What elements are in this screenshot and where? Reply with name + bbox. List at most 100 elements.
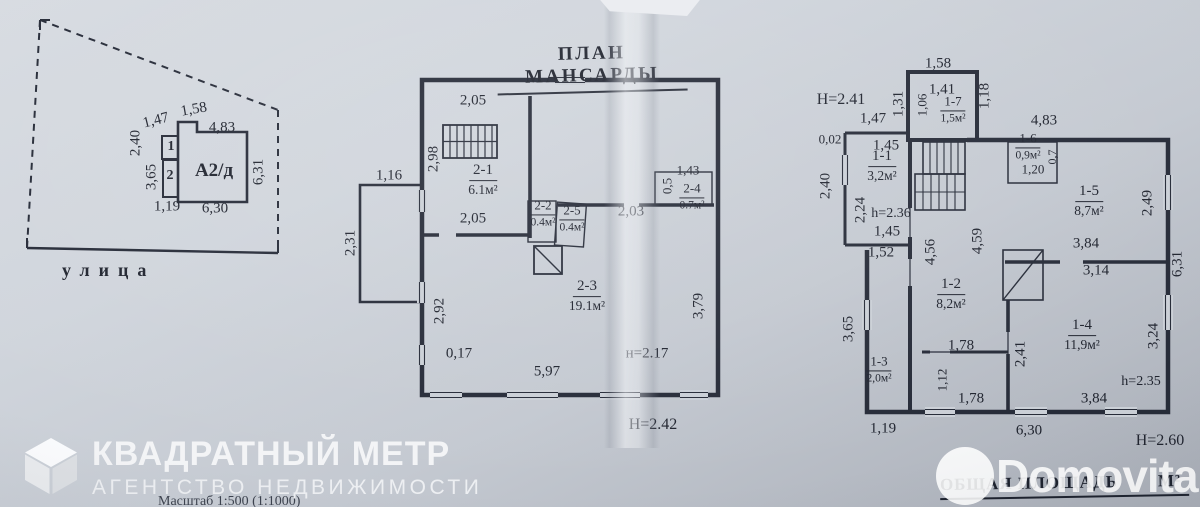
floor-plan-dim-label: 1,47 (859, 110, 887, 127)
attic-plan-dim-label: 1,43 (676, 162, 700, 178)
agency-tagline: АГЕНТСТВО НЕДВИЖИМОСТИ (92, 475, 483, 499)
floor-plan-dim-label: 1,52 (867, 244, 895, 261)
site-plan-dim-label: 1,58 (179, 99, 209, 120)
floor-plan-dim-label: 4,56 (922, 238, 939, 266)
site-plan-dim-label: 2 (166, 168, 174, 183)
attic-plan-dim-label: 3,79 (690, 292, 707, 320)
floor-plan-dim-label: 2,49 (1139, 189, 1156, 217)
cube-icon (25, 438, 77, 494)
room-number: 2-5 (559, 202, 585, 221)
floor-plan-dim-label: 0,02 (818, 131, 842, 147)
room-number: 1-1 (868, 148, 896, 168)
attic-plan-dim-label: 0,17 (445, 345, 473, 362)
room-area: 6.1м² (468, 182, 498, 198)
floor-plan-dim-label: 1,41 (928, 81, 956, 98)
room-area: 19.1м² (568, 298, 606, 314)
watermark-circle-icon (936, 447, 994, 505)
site-plan-dim-label: 1,19 (153, 198, 181, 215)
floor-plan-dim-label: 1,31 (890, 90, 907, 118)
room-area: 8,7м² (1074, 203, 1104, 219)
room-number: 2-1 (469, 162, 497, 182)
room-number: 2-4 (679, 180, 705, 199)
site-plan-dim-label: 1 (167, 139, 175, 154)
floor-plan-dim-label: 2,40 (817, 172, 834, 200)
room-area: 8,2м² (936, 296, 966, 312)
floor-plan-dim-label: 1,06 (914, 93, 930, 117)
floor-plan-dim-label: 1,78 (947, 337, 975, 354)
attic-plan-dim-label: 2,98 (425, 145, 442, 173)
floor-plan-dim-label: Н=2.41 (816, 91, 866, 108)
agency-name: КВАДРАТНЫЙ МЕТР (92, 435, 451, 473)
attic-plan-dim-label: 2,05 (459, 92, 487, 109)
floor-plan-dim-label: Н=2.60 (1135, 432, 1185, 449)
floor-plan-dim-label: 2,41 (1012, 340, 1029, 368)
attic-plan-dim-label: 2,31 (342, 229, 359, 257)
room-area: 0,9м² (1015, 149, 1041, 162)
floor-plan-dim-label: 6,30 (1015, 422, 1043, 439)
room-area: 0.4м² (559, 221, 585, 234)
site-plan-dim-label: 2,40 (127, 129, 144, 157)
room-number: 1-5 (1075, 183, 1103, 203)
floor-plan-dim-label: 1,19 (869, 420, 897, 437)
attic-plan-dim-label: н=2.17 (625, 345, 669, 362)
domovita-watermark: Domovita (936, 447, 1199, 505)
room-number: 1-6 (1015, 130, 1041, 149)
room-number: 2-3 (573, 278, 601, 298)
floor-plan-dim-label: 6,31 (1169, 250, 1186, 278)
room-number: 1-7 (940, 93, 966, 112)
room-area: 3,2м² (867, 168, 897, 184)
room-area: 0.7м² (679, 199, 705, 212)
floor-plan-dim-label: 1,58 (924, 55, 952, 72)
floor-plan-dim-label: 3,84 (1072, 235, 1100, 252)
floor-plan-dim-label: 4,59 (969, 227, 986, 255)
floor-plan-dim-label: 2,24 (852, 196, 869, 224)
floor-plan-dim-label: 1,12 (934, 368, 950, 392)
agency-logo: КВАДРАТНЫЙ МЕТР АГЕНТСТВО НЕДВИЖИМОСТИ (24, 435, 483, 500)
floor-plan-dim-label: 3,84 (1080, 390, 1108, 407)
floor-plan-dim-label: 1,45 (873, 223, 901, 240)
attic-plan-dim-label: 2,03 (617, 203, 645, 220)
site-plan-dim-label: 4,83 (208, 119, 236, 136)
floor-plan-dim-label: 3,65 (840, 315, 857, 343)
floor-plan-dim-label: 0,7 (1045, 149, 1059, 165)
room-number: 1-3 (866, 353, 892, 372)
floor-plan-dim-label: 3,14 (1082, 262, 1110, 279)
floor-plan-dim-label: 1,18 (976, 82, 993, 110)
site-plan-dim-label: 6,31 (250, 158, 267, 186)
room-number: 2-2 (530, 197, 556, 216)
attic-plan-dim-label: 1,16 (375, 167, 403, 184)
building-label: А2/д (194, 160, 234, 181)
agency-logo-text: КВАДРАТНЫЙ МЕТР АГЕНТСТВО НЕДВИЖИМОСТИ (92, 435, 483, 500)
street-label: улица (62, 260, 156, 280)
floor-plan-dim-label: 1,45 (872, 137, 900, 154)
first-floor-plan-drawing (840, 70, 1173, 417)
watermark-text: Domovita (996, 450, 1199, 502)
site-plan-dim-label: 1,47 (141, 109, 171, 132)
floor-plan-dim-label: 1,20 (1021, 161, 1045, 177)
attic-plan-dim-label: 2,05 (459, 210, 487, 227)
site-plan-dim-label: 6,30 (201, 200, 229, 217)
floor-plan-dim-label: 4,83 (1030, 112, 1058, 129)
room-area: 11,9м² (1064, 337, 1100, 353)
room-number: 1-2 (937, 276, 965, 296)
floor-plan-dim-label: h=2.36 (871, 206, 911, 221)
attic-plan-dim-label: Н=2.42 (628, 416, 678, 433)
attic-plan-dim-label: 0,5 (659, 177, 675, 195)
floor-plan-dim-label: 3,24 (1145, 322, 1162, 350)
room-area: 2,0м² (866, 372, 892, 385)
floor-plan-dim-label: 1,78 (957, 390, 985, 407)
